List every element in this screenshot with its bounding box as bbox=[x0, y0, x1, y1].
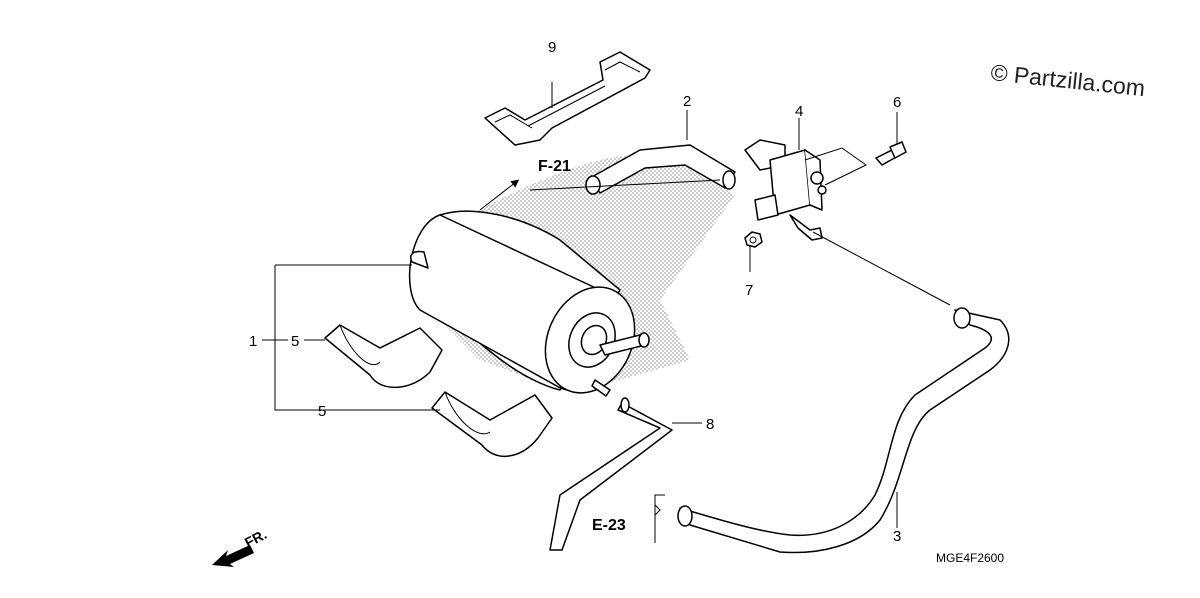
drawing-code: MGE4F2600 bbox=[936, 551, 1004, 565]
holder-lower bbox=[431, 391, 553, 458]
callout-9: 9 bbox=[548, 39, 556, 56]
hose-8 bbox=[549, 397, 673, 551]
callout-1: 1 bbox=[249, 333, 257, 350]
front-arrow-icon bbox=[212, 545, 254, 567]
callout-5-upper: 5 bbox=[291, 333, 299, 350]
solenoid-valve bbox=[744, 139, 827, 241]
ref-f21: F-21 bbox=[538, 158, 571, 175]
callout-8: 8 bbox=[706, 416, 714, 433]
canister bbox=[408, 210, 650, 397]
callout-7: 7 bbox=[745, 282, 753, 299]
strap-band bbox=[484, 51, 651, 146]
watermark: © Partzilla.com bbox=[989, 59, 1146, 101]
holder-upper bbox=[324, 324, 443, 389]
callout-6: 6 bbox=[893, 94, 901, 111]
callout-5-lower: 5 bbox=[318, 403, 326, 420]
nut bbox=[744, 231, 763, 248]
ref-e23: E-23 bbox=[592, 517, 626, 534]
callout-3: 3 bbox=[893, 528, 901, 545]
callout-4: 4 bbox=[795, 103, 803, 120]
bolt bbox=[875, 141, 907, 166]
tube-2 bbox=[585, 144, 736, 195]
hose-3 bbox=[677, 307, 1010, 554]
callout-2: 2 bbox=[683, 93, 691, 110]
leader-lines bbox=[262, 82, 951, 543]
